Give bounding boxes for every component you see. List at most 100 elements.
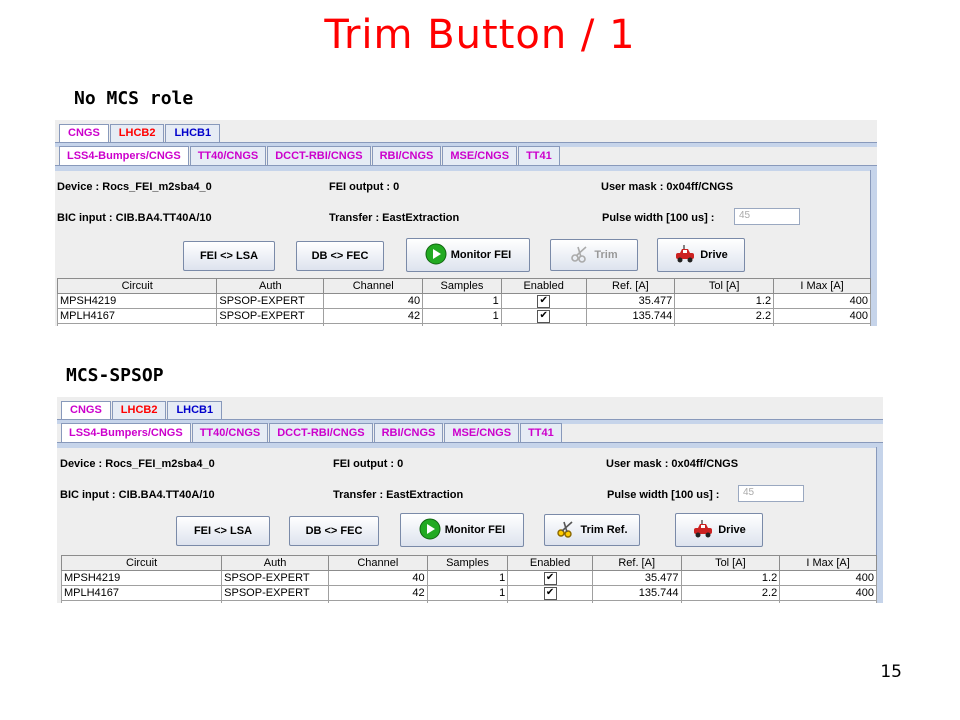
table-row[interactable]: MPSH4219 SPSOP-EXPERT 40 1 ✔ 35.477 1.2 … [60,570,877,586]
column-header[interactable]: Auth [221,555,329,571]
cell-channel: 40 [323,293,424,309]
tab-mse-cngs[interactable]: MSE/CNGS [444,423,520,442]
pulse-width-label: Pulse width [100 us] : [607,489,720,501]
pulse-width-input[interactable]: 45 [734,208,800,225]
tab-lhcb1[interactable]: LHCB1 [167,401,223,419]
car-icon [692,519,714,542]
cell-tol: 2.2 [680,585,781,601]
tab-tt40-cngs[interactable]: TT40/CNGS [189,146,267,165]
column-header[interactable]: Auth [216,278,325,294]
column-header[interactable]: Tol [A] [674,278,775,294]
cell-channel: 42 [323,308,424,324]
drive-button[interactable]: Drive [657,238,745,272]
column-header[interactable]: Ref. [A] [591,555,682,571]
trim-panel-no-mcs-role: CNGS LHCB2 LHCB1 LSS4-Bumpers/CNGS TT40/… [55,120,877,326]
column-header[interactable]: I Max [A] [773,278,871,294]
drive-button[interactable]: Drive [675,513,763,547]
tab-dcct-rbi-cngs[interactable]: DCCT-RBI/CNGS [267,146,371,165]
slide-title: Trim Button / 1 [324,12,636,58]
tab-lhcb2[interactable]: LHCB2 [111,401,167,419]
outer-tab-bar: CNGS LHCB2 LHCB1 [59,124,221,142]
table-header-row: Circuit Auth Channel Samples Enabled Ref… [56,278,871,294]
trim-label: Trim [594,249,618,261]
cell-auth: SPSOP-EXPERT [216,293,325,309]
tab-dcct-rbi-cngs[interactable]: DCCT-RBI/CNGS [269,423,373,442]
enabled-checkbox[interactable]: ✔ [537,294,551,308]
trim-ref-label: Trim Ref. [580,524,628,536]
device-label: Device : Rocs_FEI_m2sba4_0 [60,458,215,470]
outer-tab-band [55,142,877,147]
db-fec-button[interactable]: DB <> FEC [296,241,384,271]
table-header-row: Circuit Auth Channel Samples Enabled Ref… [60,555,877,571]
content-border [876,447,883,603]
trim-panel-mcs-spsop: CNGS LHCB2 LHCB1 LSS4-Bumpers/CNGS TT40/… [57,397,883,603]
enabled-checkbox[interactable]: ✔ [537,309,551,323]
tab-cngs[interactable]: CNGS [61,401,111,419]
cell-enabled: ✔ [507,585,593,601]
column-header[interactable]: Channel [323,278,424,294]
tab-cngs[interactable]: CNGS [59,124,109,142]
inner-tab-band [55,165,877,171]
scissors-icon [570,245,590,266]
drive-label: Drive [718,524,746,536]
fei-output-label: FEI output : 0 [333,458,404,470]
tab-rbi-cngs[interactable]: RBI/CNGS [373,423,444,442]
cell-imax: 400 [779,570,877,586]
pulse-width-label: Pulse width [100 us] : [602,212,715,224]
table-row-empty [60,600,877,603]
tab-lhcb2[interactable]: LHCB2 [109,124,165,142]
tab-tt41[interactable]: TT41 [518,146,560,165]
cell-tol: 1.2 [674,293,775,309]
transfer-label: Transfer : EastExtraction [329,212,460,224]
cell-auth: SPSOP-EXPERT [221,585,329,601]
trim-button[interactable]: Trim [550,239,638,271]
inner-tab-band [57,442,883,448]
outer-tab-band [57,419,883,424]
trim-ref-button[interactable]: Trim Ref. [544,514,640,546]
page-number: 15 [880,662,902,682]
enabled-checkbox[interactable]: ✔ [543,586,557,600]
column-header[interactable]: Enabled [500,278,587,294]
pulse-width-input[interactable]: 45 [738,485,804,502]
fei-output-label: FEI output : 0 [329,181,400,193]
tab-rbi-cngs[interactable]: RBI/CNGS [371,146,442,165]
cell-circuit: MPLH4167 [60,585,223,601]
cell-circuit: MPLH4167 [56,308,218,324]
circuit-table: Circuit Auth Channel Samples Enabled Ref… [56,278,871,326]
fei-lsa-button[interactable]: FEI <> LSA [183,241,275,271]
column-header[interactable]: Circuit [56,278,218,294]
cell-ref: 135.744 [585,308,676,324]
column-header[interactable]: Samples [422,278,502,294]
column-header[interactable]: Enabled [507,555,593,571]
tab-tt41[interactable]: TT41 [520,423,562,442]
user-mask-label: User mask : 0x04ff/CNGS [601,181,734,193]
tab-tt40-cngs[interactable]: TT40/CNGS [191,423,269,442]
cell-samples: 1 [426,585,509,601]
car-icon [674,244,696,267]
inner-tab-bar: LSS4-Bumpers/CNGS TT40/CNGS DCCT-RBI/CNG… [61,423,563,442]
cell-enabled: ✔ [500,293,587,309]
column-header[interactable]: I Max [A] [779,555,877,571]
column-header[interactable]: Samples [426,555,509,571]
db-fec-button[interactable]: DB <> FEC [289,516,379,546]
table-row[interactable]: MPLH4167 SPSOP-EXPERT 42 1 ✔ 135.744 2.2… [56,308,871,324]
table-row[interactable]: MPLH4167 SPSOP-EXPERT 42 1 ✔ 135.744 2.2… [60,585,877,601]
column-header[interactable]: Ref. [A] [585,278,676,294]
fei-lsa-button[interactable]: FEI <> LSA [176,516,270,546]
tab-lss4-bumpers-cngs[interactable]: LSS4-Bumpers/CNGS [59,146,189,165]
column-header[interactable]: Circuit [60,555,223,571]
cell-auth: SPSOP-EXPERT [221,570,329,586]
cell-tol: 1.2 [680,570,781,586]
tab-lss4-bumpers-cngs[interactable]: LSS4-Bumpers/CNGS [61,423,191,442]
table-row[interactable]: MPSH4219 SPSOP-EXPERT 40 1 ✔ 35.477 1.2 … [56,293,871,309]
tab-mse-cngs[interactable]: MSE/CNGS [442,146,518,165]
column-header[interactable]: Tol [A] [680,555,781,571]
cell-circuit: MPSH4219 [60,570,223,586]
cell-channel: 42 [327,585,428,601]
monitor-fei-button[interactable]: Monitor FEI [406,238,530,272]
tab-lhcb1[interactable]: LHCB1 [165,124,221,142]
cell-samples: 1 [422,308,502,324]
enabled-checkbox[interactable]: ✔ [543,571,557,585]
monitor-fei-button[interactable]: Monitor FEI [400,513,524,547]
column-header[interactable]: Channel [327,555,428,571]
